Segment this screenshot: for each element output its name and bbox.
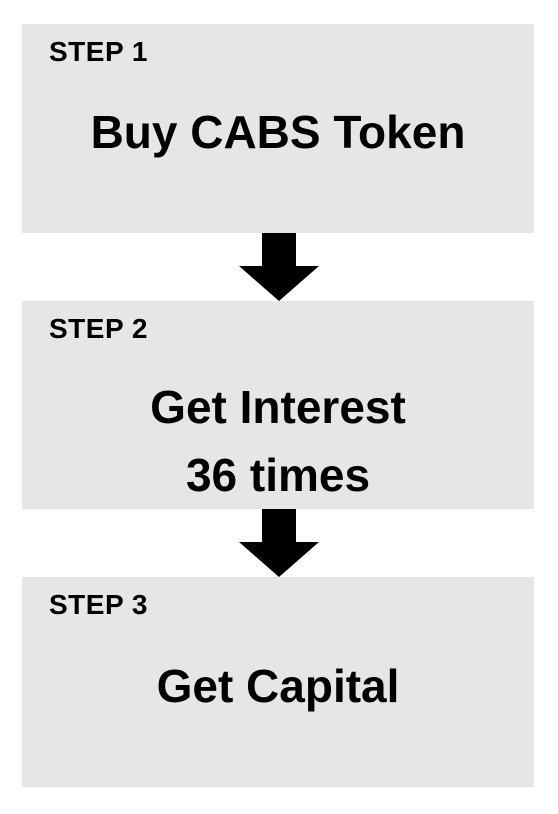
step-3-label: STEP 3 [49,589,148,620]
step-1-label: STEP 1 [49,36,148,67]
step-1-box: STEP 1 Buy CABS Token [22,24,534,233]
step-2-line-1: Get Interest [150,381,406,433]
step-2-line-2: 36 times [185,449,371,501]
step-3-box: STEP 3 Get Capital [22,577,534,787]
step-1-text: Buy CABS Token [22,98,534,166]
step-2-label: STEP 2 [49,313,148,344]
step-1-line-1: Buy CABS Token [90,106,466,158]
down-arrow-icon [239,509,319,577]
step-3-text: Get Capital [22,652,534,720]
down-arrow-icon [239,233,319,301]
step-2-box: STEP 2 Get Interest 36 times [22,301,534,509]
step-2-text: Get Interest 36 times [22,373,534,509]
step-3-line-1: Get Capital [156,660,400,712]
